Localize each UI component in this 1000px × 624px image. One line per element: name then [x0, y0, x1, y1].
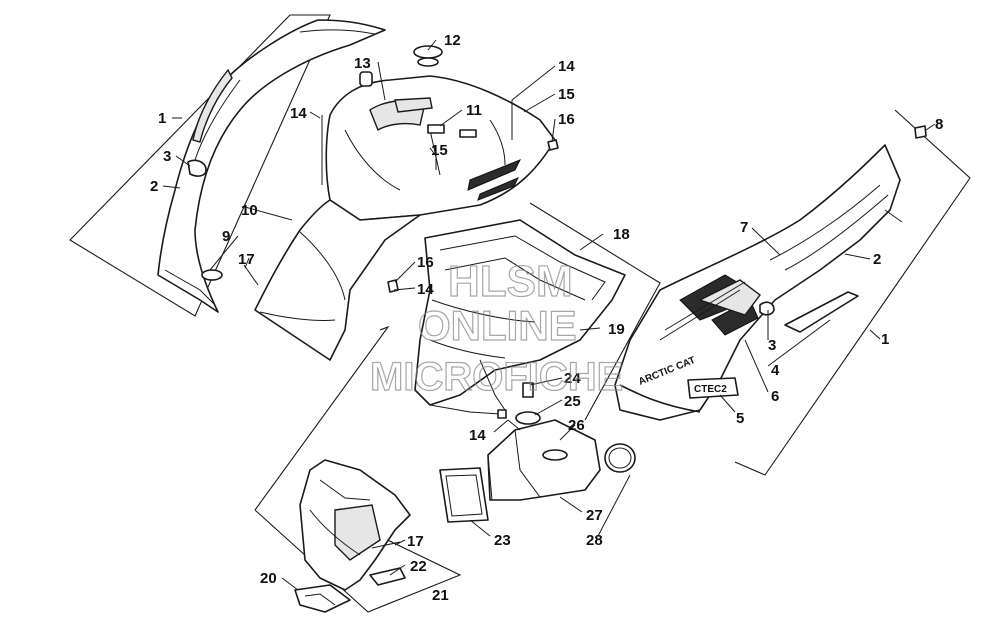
callout-6: 6 [771, 388, 779, 405]
watermark: HLSM ONLINE MICROFICHE [369, 256, 624, 399]
bracket-20 [294, 584, 351, 613]
callout-2-left: 2 [150, 178, 158, 195]
callout-14-c: 14 [417, 281, 434, 298]
leader-lines [162, 39, 936, 591]
callout-18: 18 [613, 226, 630, 243]
callout-12: 12 [444, 32, 461, 49]
decal-4 [784, 291, 859, 333]
callout-9: 9 [222, 228, 230, 245]
model-decal-text: CTEC2 [694, 384, 727, 395]
callout-27: 27 [586, 507, 603, 524]
left-side-panel [157, 19, 386, 313]
watermark-line-1: HLSM [448, 257, 573, 306]
callout-numbers: 1 1 2 2 3 3 4 5 6 7 8 9 10 11 12 13 14 1… [150, 32, 943, 604]
intake-duct-assembly [439, 382, 636, 523]
hood-nose-assembly [243, 45, 559, 361]
air-intake-group-box [529, 202, 661, 421]
air-silencer-assembly [414, 219, 626, 419]
left-side-panel-group-box [69, 14, 331, 317]
screw-8 [914, 125, 927, 139]
callout-1-right: 1 [881, 331, 889, 348]
cap-12 [413, 45, 443, 59]
left-panel-fastener [187, 159, 207, 177]
callout-17-b: 17 [407, 533, 424, 550]
callout-10: 10 [241, 202, 258, 219]
callout-22: 22 [410, 558, 427, 575]
callout-25: 25 [564, 393, 581, 410]
right-side-panel: CTEC2 ARCTIC CAT [614, 125, 927, 421]
callout-3-left: 3 [163, 148, 171, 165]
lens-22 [369, 567, 406, 586]
gasket-23 [439, 467, 489, 523]
callout-26: 26 [568, 417, 585, 434]
callout-8: 8 [935, 116, 943, 133]
callout-16-b: 16 [417, 254, 434, 271]
callout-14-d: 14 [469, 427, 486, 444]
callout-15-b: 15 [558, 86, 575, 103]
grommet-25 [515, 411, 541, 425]
screw-17 [243, 264, 259, 286]
callout-5: 5 [736, 410, 744, 427]
callout-4: 4 [771, 362, 780, 379]
callout-24: 24 [564, 370, 581, 387]
bracket-13 [359, 71, 373, 87]
callout-7: 7 [740, 219, 748, 236]
decal-5 [687, 377, 739, 399]
callout-3-right: 3 [768, 337, 776, 354]
watermark-line-3: MICROFICHE [370, 355, 623, 399]
callout-13: 13 [354, 55, 371, 72]
callout-20: 20 [260, 570, 277, 587]
callout-17-a: 17 [238, 251, 255, 268]
headlight-housing [294, 459, 411, 613]
watermark-line-2: ONLINE [418, 302, 577, 349]
callout-23: 23 [494, 532, 511, 549]
right-panel-fastener [759, 301, 775, 316]
lower-nose-group-box [254, 325, 390, 511]
callout-2-right: 2 [873, 251, 881, 268]
callout-15-a: 15 [431, 142, 448, 159]
callout-14-a: 14 [290, 105, 307, 122]
bracket-24 [522, 382, 534, 398]
callout-16-a: 16 [558, 111, 575, 128]
callout-21: 21 [432, 587, 449, 604]
callout-19: 19 [608, 321, 625, 338]
callout-14-b: 14 [558, 58, 575, 75]
clip-11 [427, 124, 445, 134]
screw-14d [507, 419, 521, 431]
callout-11: 11 [466, 102, 482, 119]
right-side-panel-group-box [734, 109, 971, 476]
screw-17b [371, 541, 401, 549]
callout-1-left: 1 [158, 110, 166, 127]
callout-28: 28 [586, 532, 603, 549]
nut-16 [547, 139, 559, 151]
grommet-9 [201, 269, 223, 281]
